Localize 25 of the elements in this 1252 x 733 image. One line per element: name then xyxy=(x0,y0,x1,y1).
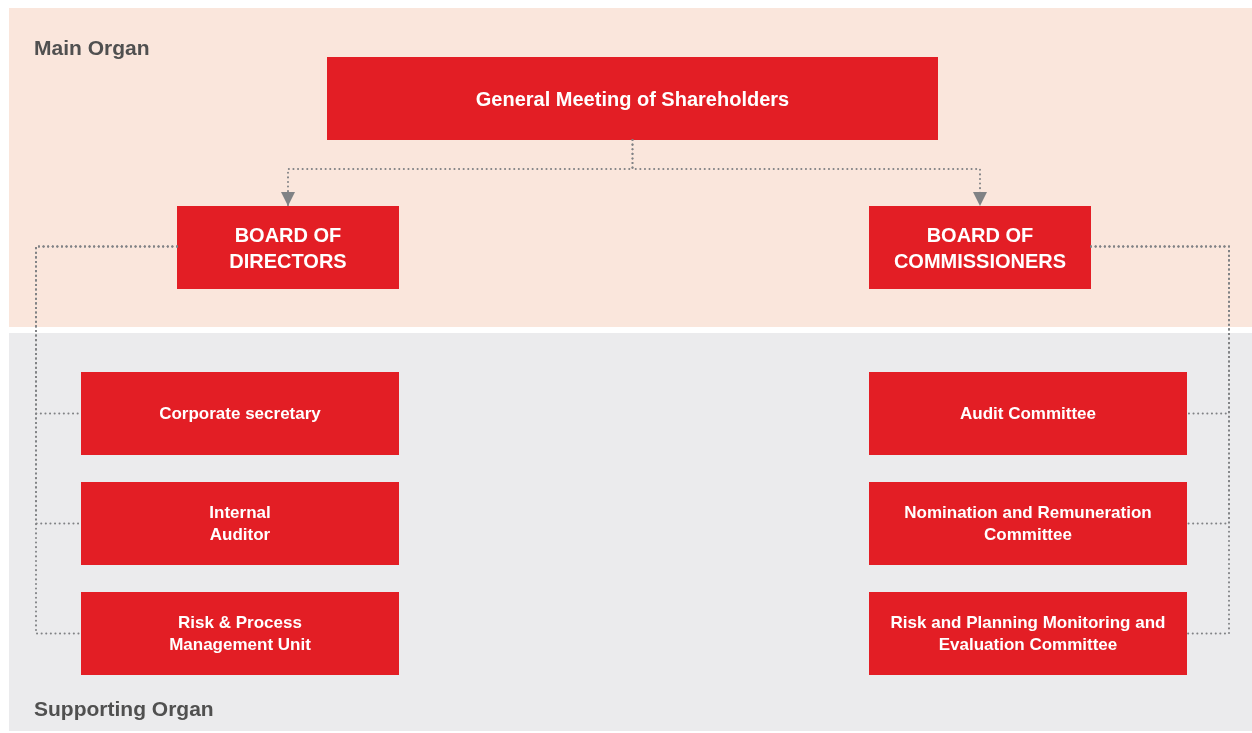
section-band xyxy=(9,8,1252,327)
organ-name: Risk and Planning Monitoring and Evaluation Committee xyxy=(889,611,1167,656)
organ-box xyxy=(177,206,399,289)
organ-name: Risk & Process Management Unit xyxy=(168,611,312,656)
organ-name: Internal Auditor xyxy=(208,501,272,546)
organ-name: BOARD OF COMMISSIONERS xyxy=(892,222,1068,274)
section-title: Supporting Organ xyxy=(34,697,214,721)
organ-box xyxy=(81,372,399,455)
organ-box xyxy=(869,482,1187,565)
section-band xyxy=(9,333,1252,731)
organ-box xyxy=(869,206,1091,289)
organ-box xyxy=(327,57,938,140)
organ-name: Corporate secretary xyxy=(159,402,321,425)
organ-name: Audit Committee xyxy=(960,402,1096,425)
dotted-arrow xyxy=(631,139,987,207)
organ-box xyxy=(869,592,1187,675)
organ-name: General Meeting of Shareholders xyxy=(475,86,790,112)
organ-box xyxy=(81,592,399,675)
organ-name: Nomination and Remuneration Committee xyxy=(903,501,1153,546)
organ-name: BOARD OF DIRECTORS xyxy=(228,222,348,274)
organ-box xyxy=(869,372,1187,455)
dotted-connector xyxy=(35,245,178,635)
section-title: Main Organ xyxy=(34,36,150,60)
organ-box xyxy=(81,482,399,565)
dotted-connector xyxy=(1090,245,1230,635)
